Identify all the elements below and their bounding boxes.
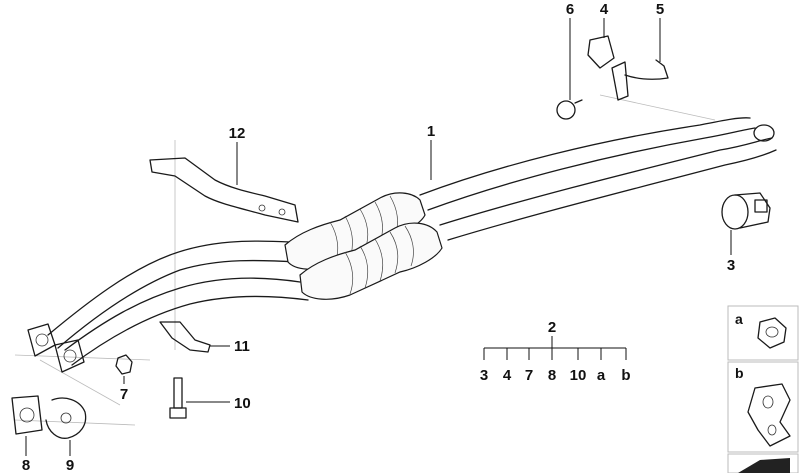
side-panel: a b: [727, 305, 799, 473]
group-2-member: 8: [548, 367, 556, 384]
exhaust-pipe-assembly: [27, 117, 777, 373]
bracket-part-11: [159, 321, 211, 353]
callout-5: 5: [656, 1, 664, 18]
callout-3: 3: [727, 257, 735, 274]
group-2-member: 4: [503, 367, 512, 384]
group-2-member: b: [621, 367, 630, 384]
callout-11: 11: [234, 338, 250, 355]
arrow-icon: [738, 458, 790, 473]
clamp-part-3: [721, 192, 771, 230]
side-panel-label-a: a: [735, 311, 743, 327]
bolt-part-10: [169, 377, 187, 419]
gasket-part-9: [45, 397, 87, 439]
callout-10: 10: [234, 395, 251, 412]
group-2-member: 10: [570, 367, 587, 384]
side-panel-box-a: [727, 305, 799, 361]
side-panel-label-b: b: [735, 365, 744, 381]
callout-12: 12: [229, 125, 246, 142]
gasket-part-8: [11, 395, 43, 435]
rubber-mount-icon: [747, 383, 791, 447]
callout-7: 7: [120, 386, 128, 403]
callout-2: 2: [548, 319, 556, 336]
callout-4: 4: [600, 1, 609, 18]
group-2-member: a: [597, 367, 606, 384]
callout-8: 8: [22, 457, 30, 473]
callout-6: 6: [566, 1, 574, 18]
leader-lines: [25, 18, 732, 456]
bracket-part-12: [149, 157, 299, 223]
group-2-member: 7: [525, 367, 533, 384]
callout-9: 9: [66, 457, 74, 473]
nut-part-7: [115, 354, 133, 375]
nut-icon: [757, 317, 787, 349]
callout-1: 1: [427, 123, 435, 140]
group-2-member: 3: [480, 367, 488, 384]
hanger-parts: [556, 35, 669, 120]
